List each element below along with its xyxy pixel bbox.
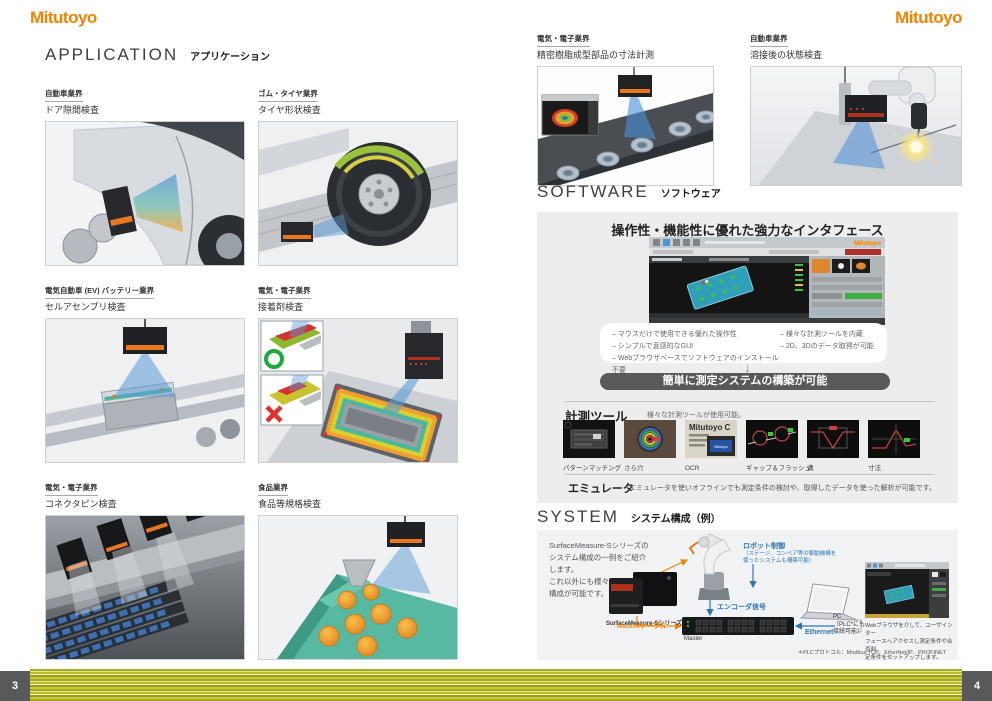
system-switch-image: [682, 617, 794, 635]
down-arrow-icon: ↓: [744, 360, 751, 375]
application-title-jp: アプリケーション: [190, 52, 270, 63]
system-panel: SurfaceMeasure-Sシリーズの システム構成の一例をご紹介 します。…: [537, 530, 958, 661]
system-sensor-image: [609, 572, 677, 614]
industry-label: 食品業界: [258, 483, 288, 496]
feature-item: – Webブラウザベースでソフトウェアのインストール不要: [612, 354, 779, 374]
emulator-desc: エミュレータを使いオフラインでも測定条件の検討や、取得したデータを使った解析が可…: [629, 485, 936, 492]
mitutoyo-logo-left: Mitutoyo: [30, 8, 97, 27]
app-item-welding: 自動車業界 溶接後の状態検査: [750, 28, 962, 186]
system-laptop-image: [799, 583, 858, 621]
ocr-sample-text: Mitutoyo C: [689, 423, 731, 432]
robot-control-sub: （ステージ、コンベア等の駆動機構を 使ったシステムも構築可能）: [743, 551, 837, 564]
industry-label: 電気自動車 (EV) バッテリー業界: [45, 286, 155, 299]
system-browser-screenshot: [865, 562, 949, 618]
divider: [565, 474, 935, 475]
master-cable-label: Masterケーブル: [617, 623, 668, 630]
cell-assembly-illustration: [45, 318, 245, 463]
app-item-food: 食品業界 食品等規格検査: [258, 477, 458, 660]
software-features-box: – マウスだけで使用できる優れた操作性 – シンプルで直感的なGUI – Web…: [600, 323, 887, 374]
application-title: セルアセンブリ検査: [45, 302, 126, 312]
software-banner: 簡単に測定システムの構築が可能: [600, 373, 890, 390]
app-item-adhesive: 電気・電子業界 接着剤検査: [258, 280, 458, 463]
robot-control-label-block: ロボット制御 （ステージ、コンベア等の駆動機構を 使ったシステムも構築可能）: [743, 542, 848, 565]
application-heading: APPLICATION アプリケーション: [45, 45, 270, 65]
industry-label: 電気・電子業界: [258, 286, 311, 299]
application-title: 食品等規格検査: [258, 499, 322, 509]
tool-label: 溝: [807, 465, 814, 472]
application-title: タイヤ形状検査: [258, 105, 321, 115]
tools-desc: 様々な計測ツールが使用可能。: [647, 412, 745, 419]
ethernet-label: Ethernet: [805, 629, 834, 636]
page-number-left: 3: [0, 671, 30, 701]
application-title: コネクタピン検査: [45, 499, 117, 509]
feature-item: – 2D、3Dのデータ取得が可能: [780, 342, 874, 350]
industry-label: 自動車業界: [750, 34, 788, 47]
software-title-en: SOFTWARE: [537, 182, 649, 201]
ocr-badge-text: Mitutoyo: [714, 445, 728, 449]
tool-label: さら穴: [624, 465, 644, 472]
sensor-label: SurfaceMeasure-Sシリーズ: [605, 621, 683, 627]
page-number-right: 4: [962, 671, 992, 701]
tool-label: パターンマッチング: [563, 465, 622, 472]
industry-label: 自動車業界: [45, 89, 83, 102]
features-left: – マウスだけで使用できる優れた操作性 – シンプルで直感的なGUI – Web…: [612, 329, 780, 374]
application-title: 溶接後の状態検査: [750, 50, 823, 60]
system-intro: SurfaceMeasure-Sシリーズの システム構成の一例をご紹介 します。…: [549, 541, 649, 598]
app-item-door-gap: 自動車業界 ドア隙間検査: [45, 83, 245, 266]
app-item-connector-pin: 電気・電子業界 コネクタピン検査: [45, 477, 245, 660]
tool-label: ギャップ＆フラッシュ: [746, 465, 811, 472]
emulator-title: エミュレータ: [568, 483, 634, 495]
plc-footnote: ＊PLCプロトコル：Modbus TCP、EtherNet/IP、PROFINE…: [797, 650, 946, 656]
food-illustration: [258, 515, 458, 660]
tool-thumb-countersink: さら穴: [624, 420, 676, 472]
tool-thumb-dimension: 寸法: [868, 420, 920, 472]
pc-sub: （PLC*にも 接続可能）: [833, 621, 866, 636]
tool-thumb-gap-flush: ギャップ＆フラッシュ: [746, 420, 811, 472]
pc-label-block: PC （PLC*にも 接続可能）: [833, 614, 865, 637]
feature-item: – シンプルで直感的なGUI: [612, 342, 694, 350]
footer-stripe-band: [30, 669, 962, 701]
software-title-jp: ソフトウェア: [660, 189, 721, 200]
feature-item: – マウスだけで使用できる優れた操作性: [612, 331, 737, 338]
industry-label: 電気・電子業界: [45, 483, 98, 496]
tool-label: OCR: [685, 465, 700, 472]
app-item-cell-assembly: 電気自動車 (EV) バッテリー業界 セルアセンブリ検査: [45, 280, 245, 463]
divider: [565, 401, 935, 402]
door-gap-illustration: [45, 121, 245, 266]
application-title: 接着剤検査: [258, 302, 304, 312]
web-caption: Webブラウザを介して、ユーザインター フェースへアクセスし測定条件や合否判 定…: [865, 623, 953, 661]
system-robot-image: [688, 533, 731, 600]
system-heading: SYSTEM システム構成（例）: [537, 507, 721, 527]
industry-label: ゴム・タイヤ業界: [258, 89, 318, 102]
features-right: – 様々な計測ツールを内蔵 – 2D、3Dのデータ取得が可能: [780, 329, 875, 357]
mitutoyo-logo-right: Mitutoyo: [895, 8, 962, 27]
feature-item: – 様々な計測ツールを内蔵: [780, 331, 863, 338]
system-title-en: SYSTEM: [537, 507, 619, 526]
software-screenshot: Mitutoyo: [649, 237, 885, 330]
software-panel: 操作性・機能性に優れた強力なインタフェース Mitutoyo: [537, 212, 958, 503]
encoder-label: エンコーダ信号: [717, 604, 766, 611]
application-title: ドア隙間検査: [45, 105, 100, 115]
app-item-tire: ゴム・タイヤ業界 タイヤ形状検査: [258, 83, 458, 266]
resin-parts-illustration: [537, 66, 714, 186]
master-label: Master: [684, 636, 703, 642]
industry-label: 電気・電子業界: [537, 34, 590, 47]
tool-thumb-ocr: Mitutoyo C Mitutoyo OCR: [685, 420, 737, 472]
system-title-jp: システム構成（例）: [630, 514, 721, 525]
tool-thumb-pattern-matching: パターンマッチング: [563, 420, 621, 472]
software-panel-title: 操作性・機能性に優れた強力なインタフェース: [611, 223, 884, 238]
tool-label: 寸法: [868, 465, 881, 472]
pc-label: PC: [833, 614, 842, 620]
welding-illustration: [750, 66, 962, 186]
application-title: 精密樹脂成型部品の寸法計測: [537, 50, 655, 60]
application-title-en: APPLICATION: [45, 45, 179, 64]
tool-thumb-groove: 溝: [807, 420, 859, 472]
tire-illustration: [258, 121, 458, 266]
app-item-resin: 電気・電子業界 精密樹脂成型部品の寸法計測: [537, 28, 714, 186]
connector-pin-illustration: [45, 515, 245, 660]
adhesive-illustration: [258, 318, 458, 463]
software-heading: SOFTWARE ソフトウェア: [537, 182, 721, 202]
screenshot-brand-text: Mitutoyo: [854, 240, 881, 247]
robot-control-label: ロボット制御: [743, 543, 785, 550]
